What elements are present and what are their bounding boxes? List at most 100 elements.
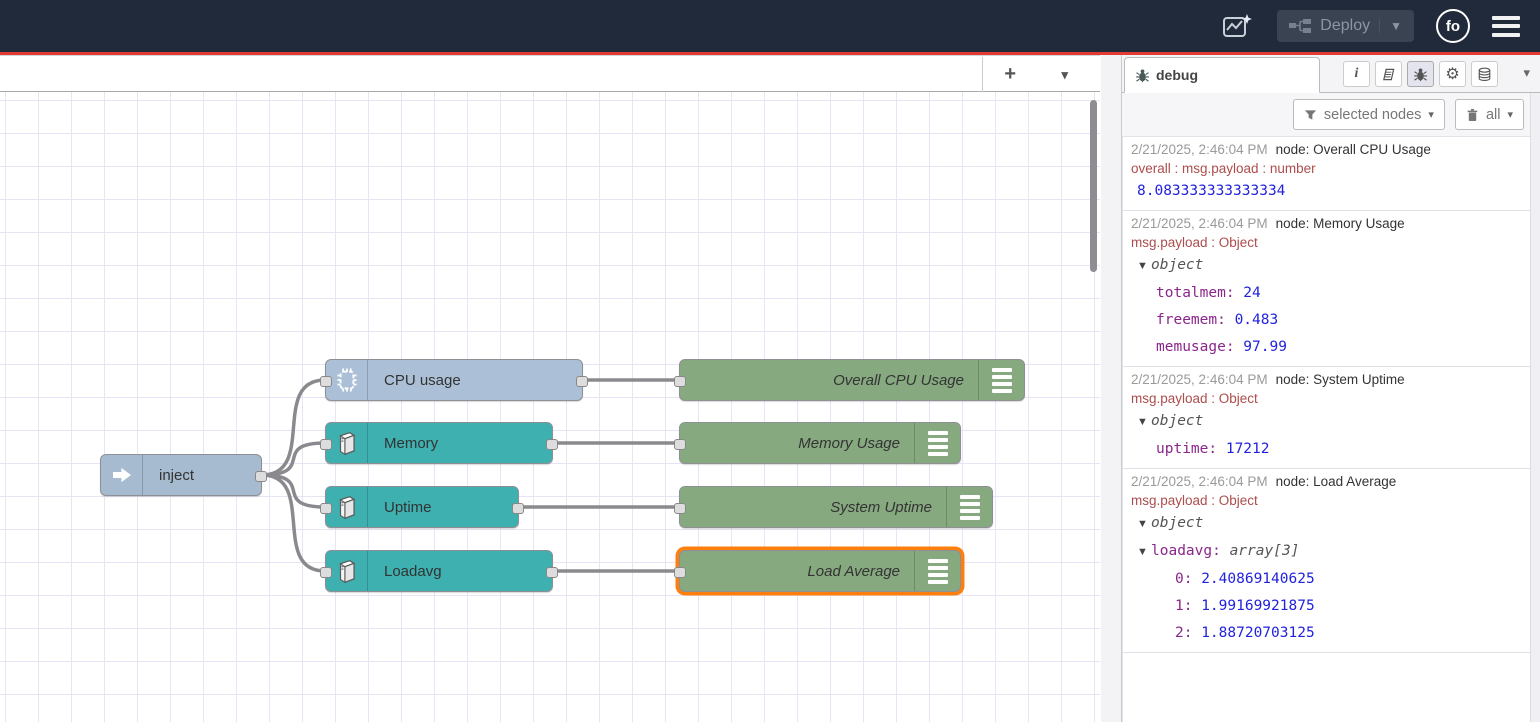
debug-message: 2/21/2025, 2:46:04 PM node: Memory Usage m… <box>1123 211 1530 367</box>
node-label: Uptime <box>384 498 432 516</box>
message-value-row: totalmem: 24 <box>1156 285 1261 301</box>
input-port[interactable] <box>674 438 686 450</box>
message-timestamp: 2/21/2025, 2:46:04 PM <box>1131 142 1268 157</box>
message-timestamp: 2/21/2025, 2:46:04 PM <box>1131 474 1268 489</box>
node-label: Loadavg <box>384 562 442 580</box>
sidebar-context-button[interactable] <box>1471 61 1498 87</box>
flow-node-dbg-up[interactable]: System Uptime <box>674 486 1038 528</box>
input-port[interactable] <box>320 566 332 578</box>
sidebar-splitter[interactable] <box>1101 55 1122 722</box>
add-flow-button[interactable]: + <box>1004 63 1017 85</box>
message-property: msg.payload : Object <box>1131 493 1258 508</box>
deploy-button[interactable]: Deploy ▼ <box>1277 10 1414 42</box>
sidebar-menu-caret-icon[interactable]: ▾ <box>1523 65 1530 80</box>
tab-debug[interactable]: debug <box>1124 57 1320 93</box>
cpu-chip-icon <box>326 360 368 400</box>
wire[interactable] <box>261 441 326 477</box>
node-label: inject <box>159 466 195 484</box>
message-value-row: ▼object <box>1131 252 1524 280</box>
input-port[interactable] <box>320 438 332 450</box>
debug-console-icon <box>946 487 992 527</box>
message-value-row: 2: 1.88720703125 <box>1175 625 1315 641</box>
flow-node-dbg-cpu[interactable]: Overall CPU Usage <box>674 359 1070 401</box>
bug-icon <box>1414 68 1427 81</box>
message-property: msg.payload : Object <box>1131 391 1258 406</box>
user-logo-text: fo <box>1445 17 1461 35</box>
server-icon <box>326 487 368 527</box>
debug-console-icon <box>914 551 960 591</box>
user-logo[interactable]: fo <box>1436 9 1470 43</box>
message-value-row: ▼object <box>1131 510 1524 538</box>
bug-icon <box>1136 69 1149 82</box>
flow-node-loadavg[interactable]: Loadavg <box>320 550 558 592</box>
input-port[interactable] <box>674 502 686 514</box>
trash-icon <box>1467 108 1478 121</box>
input-port[interactable] <box>320 375 332 387</box>
collapse-caret-icon[interactable]: ▼ <box>1137 416 1148 428</box>
node-label: Overall CPU Usage <box>833 371 964 389</box>
input-port[interactable] <box>320 502 332 514</box>
output-port[interactable] <box>512 502 524 514</box>
flow-node-uptime[interactable]: Uptime <box>320 486 524 528</box>
wire[interactable] <box>261 473 326 573</box>
deploy-icon <box>1289 19 1312 33</box>
message-timestamp: 2/21/2025, 2:46:04 PM <box>1131 216 1268 231</box>
debug-sidebar: debug i ⚙ <box>1122 55 1540 722</box>
flow-node-inject[interactable]: inject <box>71 454 267 496</box>
clear-caret-icon: ▾ <box>1507 109 1513 121</box>
debug-clear-button[interactable]: all ▾ <box>1454 99 1524 130</box>
header-accent-line <box>0 52 1540 55</box>
input-port[interactable] <box>674 566 686 578</box>
message-node-name: node: Memory Usage <box>1275 216 1405 231</box>
sidebar-help-button[interactable] <box>1375 61 1402 87</box>
book-icon <box>1383 68 1395 80</box>
collapse-caret-icon[interactable]: ▼ <box>1137 518 1148 530</box>
sidebar-scroll-gutter[interactable] <box>1530 93 1540 722</box>
assistant-icon[interactable] <box>1219 10 1255 42</box>
inject-arrow-icon <box>101 455 143 495</box>
message-node-name: node: Load Average <box>1275 474 1397 489</box>
flow-node-cpu[interactable]: CPU usage <box>320 359 588 401</box>
collapse-caret-icon[interactable]: ▼ <box>1137 546 1148 558</box>
canvas-vertical-scrollbar[interactable] <box>1090 100 1097 272</box>
flow-node-memory[interactable]: Memory <box>320 422 558 464</box>
node-label: System Uptime <box>830 498 932 516</box>
message-value-row: 1: 1.99169921875 <box>1175 598 1315 614</box>
message-value-row: freemem: 0.483 <box>1156 312 1279 328</box>
deploy-label: Deploy <box>1320 17 1371 34</box>
sidebar-debug-button[interactable] <box>1407 61 1434 87</box>
message-value-row: ▼object <box>1131 408 1524 436</box>
database-icon <box>1478 67 1491 81</box>
flow-list-caret-icon[interactable]: ▾ <box>1061 66 1069 82</box>
main-menu-icon[interactable] <box>1492 15 1520 37</box>
wire-layer <box>261 378 679 573</box>
message-value-row: memusage: 97.99 <box>1156 339 1287 355</box>
server-icon <box>326 551 368 591</box>
debug-clear-label: all <box>1485 106 1501 123</box>
node-label: Memory <box>384 434 439 452</box>
output-port[interactable] <box>255 470 267 482</box>
sidebar-info-button[interactable]: i <box>1343 61 1370 87</box>
flow-node-dbg-mem[interactable]: Memory Usage <box>674 422 1006 464</box>
gear-icon: ⚙ <box>1445 66 1460 83</box>
node-label: Memory Usage <box>798 434 900 452</box>
deploy-options-caret-icon[interactable]: ▼ <box>1379 19 1402 33</box>
wire[interactable] <box>261 473 326 509</box>
debug-filter-label: selected nodes <box>1323 106 1422 123</box>
debug-console-icon <box>914 423 960 463</box>
wire[interactable] <box>261 378 326 477</box>
message-value-row: ▼loadavg: array[3] <box>1131 538 1524 566</box>
collapse-caret-icon[interactable]: ▼ <box>1137 260 1148 272</box>
output-port[interactable] <box>576 375 588 387</box>
message-value-row: 0: 2.40869140625 <box>1175 571 1315 587</box>
flow-node-dbg-load[interactable]: Load Average <box>674 550 1006 592</box>
output-port[interactable] <box>546 438 558 450</box>
output-port[interactable] <box>546 566 558 578</box>
sidebar-config-button[interactable]: ⚙ <box>1439 61 1466 87</box>
debug-filter-button[interactable]: selected nodes ▾ <box>1292 99 1445 130</box>
node-label: Load Average <box>807 562 900 580</box>
input-port[interactable] <box>674 375 686 387</box>
